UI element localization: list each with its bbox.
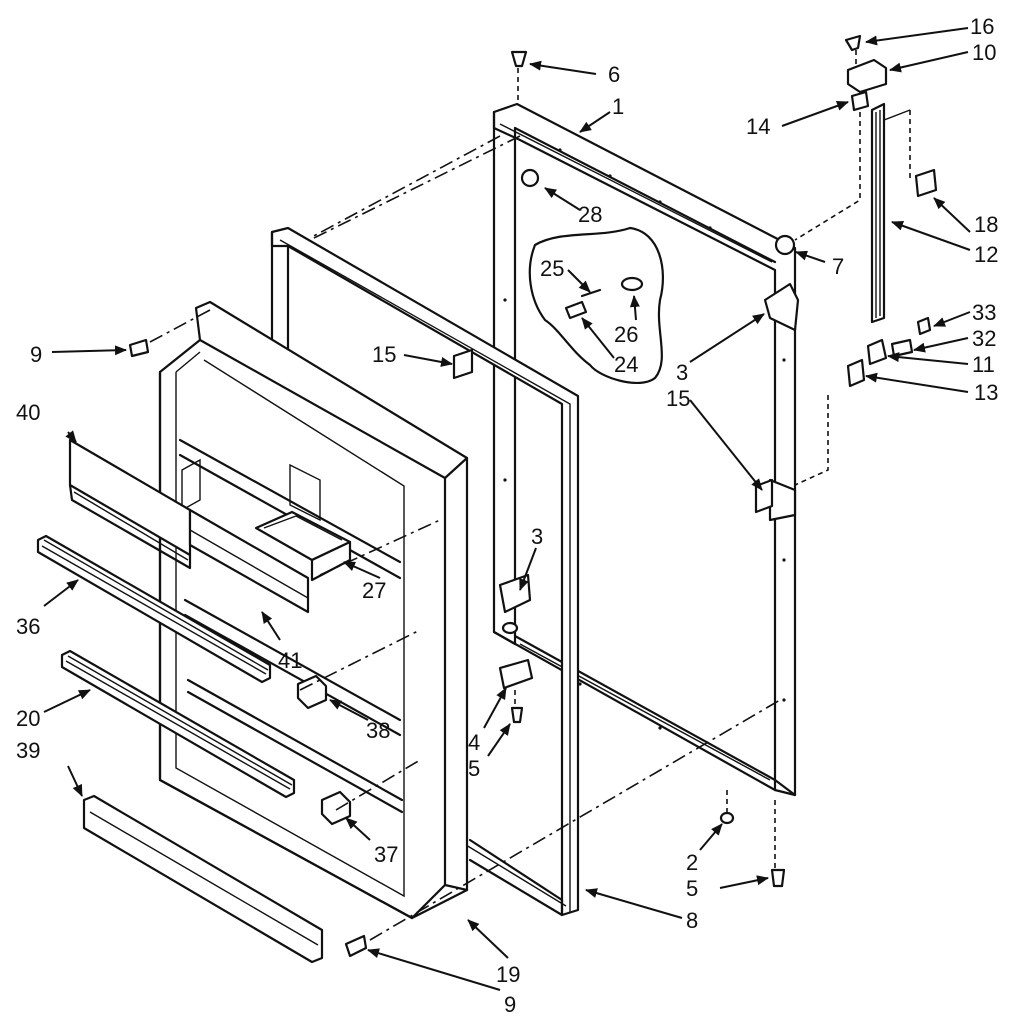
clip-38	[296, 674, 328, 710]
callout-label: 24	[614, 352, 638, 377]
callout-label: 37	[374, 842, 398, 867]
door-gasket	[270, 226, 580, 917]
callout-label: 3	[531, 524, 543, 549]
callout-label: 41	[278, 648, 302, 673]
hinge-cap-10	[846, 58, 888, 94]
upper-hinge	[763, 282, 800, 332]
callout-label: 10	[972, 40, 996, 65]
callout-label: 9	[504, 992, 516, 1017]
shelf-40	[68, 438, 192, 570]
callout-label: 32	[972, 326, 996, 351]
detail-cutaway	[528, 226, 664, 384]
callout-label: 3	[676, 360, 688, 385]
screw-16	[844, 34, 862, 52]
callout-arrows	[43, 27, 971, 991]
screw-5-bottom	[770, 868, 786, 888]
callout-label: 6	[608, 62, 620, 87]
panel-rivets	[503, 148, 786, 730]
clip-37	[320, 790, 352, 826]
door-liner	[158, 300, 469, 920]
hinge-4	[498, 658, 534, 690]
screw-32	[890, 338, 914, 358]
washer-2	[719, 811, 735, 825]
callout-label: 13	[974, 380, 998, 405]
screw-5-mid	[510, 706, 524, 724]
label-18	[914, 168, 938, 198]
callout-label: 5	[686, 876, 698, 901]
rail-36	[36, 534, 272, 684]
alignment-lines	[149, 50, 911, 941]
callout-label: 36	[16, 614, 40, 639]
callout-label: 28	[578, 202, 602, 227]
callout-label: 38	[366, 718, 390, 743]
bumper-28	[520, 168, 540, 188]
lower-hinge-bracket	[498, 573, 532, 614]
callout-label: 11	[972, 352, 995, 377]
callout-label: 4	[468, 730, 480, 755]
bracket-15-left	[452, 348, 474, 380]
callout-label: 27	[362, 578, 386, 603]
callout-label: 1	[612, 94, 624, 119]
washer-33	[916, 316, 932, 336]
callout-label: 15	[666, 386, 690, 411]
spacer-13	[846, 358, 866, 388]
callout-label: 12	[974, 242, 998, 267]
rail-20	[60, 649, 296, 799]
callout-label: 40	[16, 400, 40, 425]
callout-label: 20	[16, 706, 40, 731]
handle-12	[870, 102, 911, 324]
callout-label: 8	[686, 908, 698, 933]
callout-label: 15	[372, 342, 396, 367]
callout-label: 19	[496, 962, 520, 987]
bracket-14	[850, 90, 870, 112]
callout-label: 5	[468, 756, 480, 781]
callout-label: 33	[972, 300, 996, 325]
callout-label: 26	[614, 322, 638, 347]
callout-label: 16	[970, 14, 994, 39]
screw-9-bottom	[344, 934, 368, 958]
detail-knob-26	[620, 276, 644, 292]
cam-11	[866, 338, 888, 366]
outer-door-panel	[492, 102, 800, 797]
detail-part-24	[564, 300, 588, 320]
callout-label: 7	[832, 254, 844, 279]
screw-9-top	[128, 338, 150, 358]
callout-label: 18	[974, 212, 998, 237]
hinge-bushing	[774, 234, 796, 256]
callout-label: 9	[30, 342, 42, 367]
part-callouts: 1 2 3 3 4 5 5 6 7 8 9 9 10 11 12 13 14 1…	[16, 14, 998, 1017]
callout-label: 25	[540, 256, 564, 281]
rail-41	[188, 508, 310, 614]
callout-label: 39	[16, 738, 40, 763]
detail-screw-25	[580, 288, 602, 298]
screw-6	[510, 50, 528, 68]
callout-label: 2	[686, 850, 698, 875]
callout-label: 14	[746, 114, 770, 139]
shelf-39	[82, 794, 324, 964]
